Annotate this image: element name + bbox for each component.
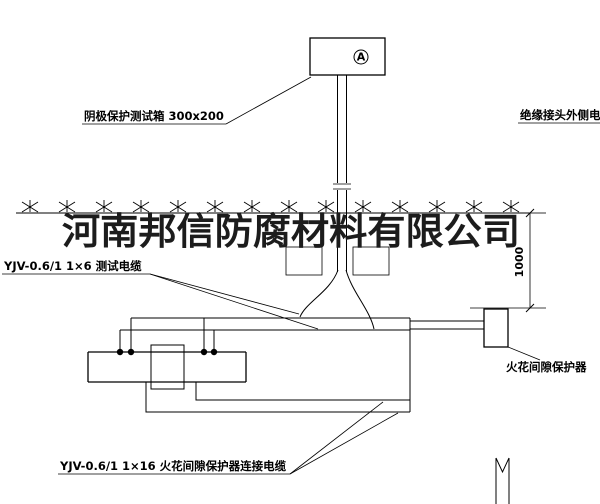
pipeline xyxy=(87,344,247,390)
spark-protector-label: 火花间隙保护器 xyxy=(506,360,587,374)
test-cable-label: YJV-0.6/1 1×6 测试电缆 xyxy=(3,259,142,273)
ground-line xyxy=(16,199,530,214)
cables xyxy=(119,269,484,413)
outer-cable-label: 绝缘接头外侧电缆 xyxy=(520,108,600,122)
test-box: A xyxy=(309,37,386,76)
concrete-blocks xyxy=(285,246,390,276)
test-box-label: 阴极保护测试箱 300x200 xyxy=(84,109,224,123)
protector-cable-label: YJV-0.6/1 1×16 火花间隙保护器连接电缆 xyxy=(59,459,287,473)
insulating-flange xyxy=(150,344,185,390)
riser-symbol xyxy=(495,457,510,504)
dimension-text: 1000 xyxy=(513,246,526,277)
conduit xyxy=(333,75,351,272)
meter-letter: A xyxy=(357,51,366,64)
spark-gap-protector xyxy=(483,308,509,348)
company-watermark: 河南邦信防腐材料有限公司 xyxy=(62,209,520,253)
dimension-1000: 1000 xyxy=(470,208,546,313)
leader-lines xyxy=(2,76,600,475)
meter-symbol xyxy=(353,49,369,65)
